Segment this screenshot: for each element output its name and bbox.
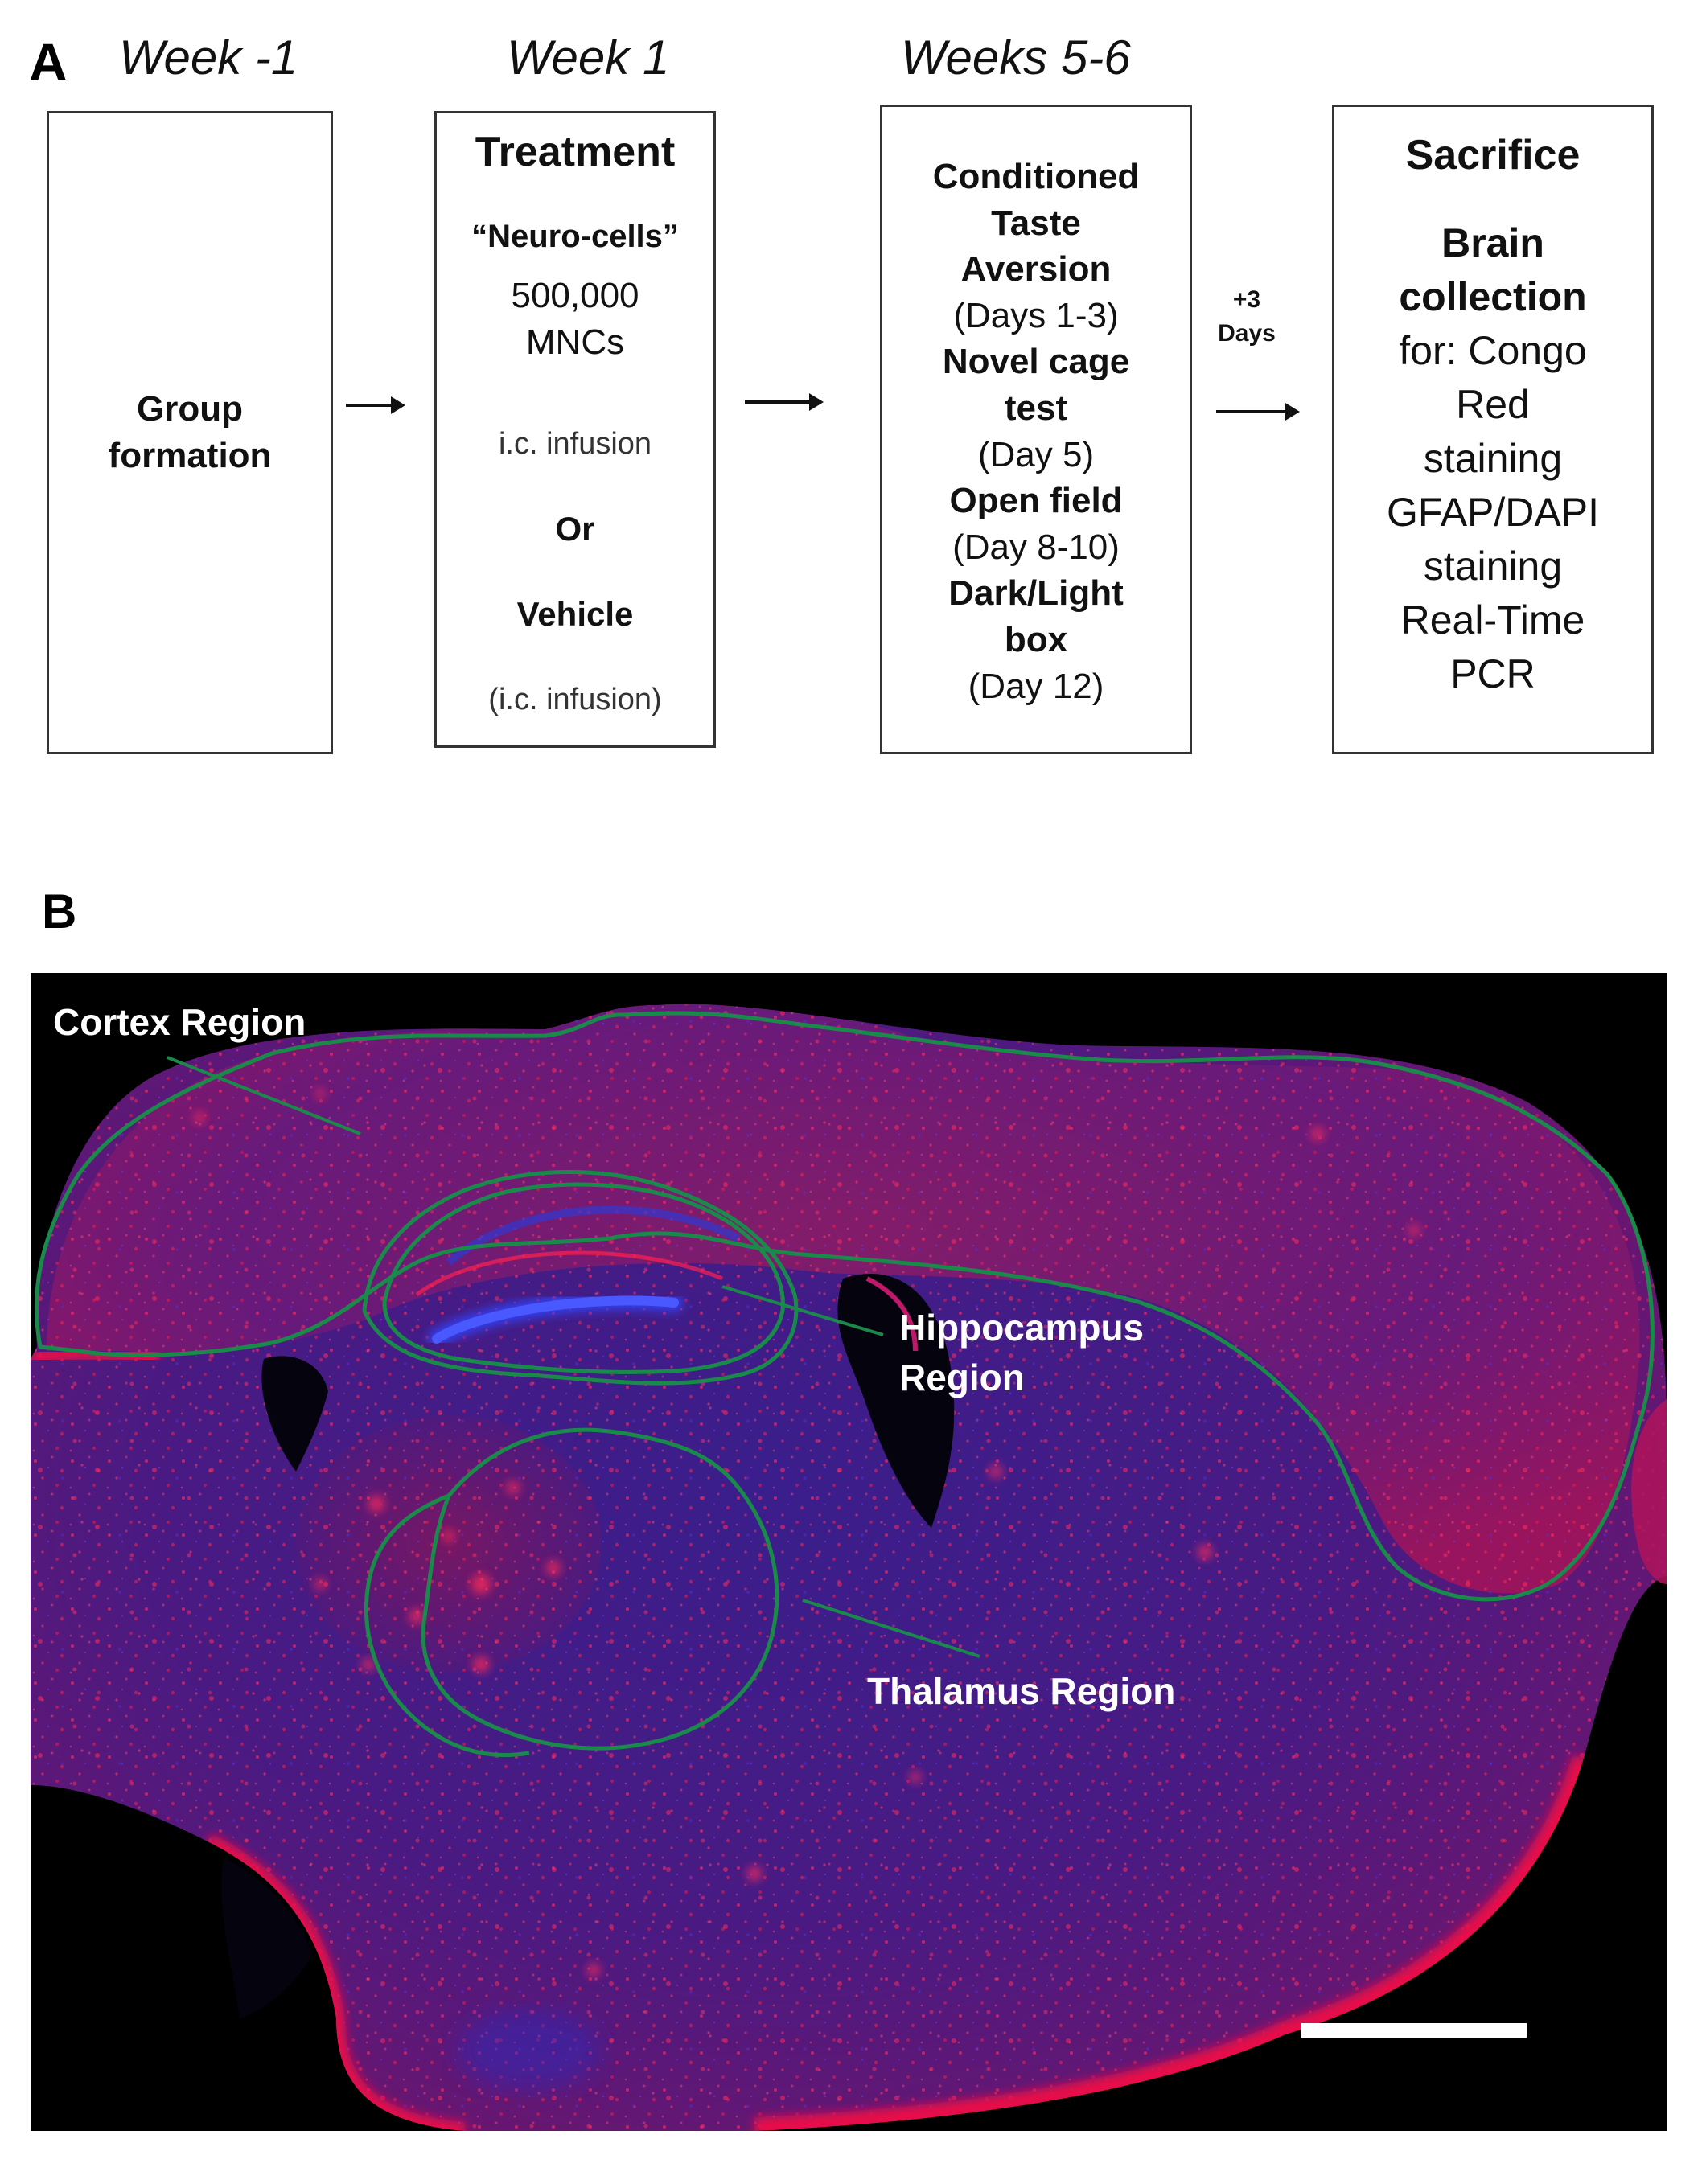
timepoint-week-minus-1: Week -1	[119, 31, 298, 84]
arrow-right-icon	[1216, 403, 1300, 421]
thalamus-leader-line	[802, 1599, 980, 1658]
hippocampus-region-label: Hippocampus Region	[899, 1303, 1144, 1402]
box-text: 500,000	[511, 276, 639, 315]
box-text: Novel cage	[942, 342, 1130, 382]
behavioral-tests-box: Conditioned Taste Aversion (Days 1-3) No…	[880, 105, 1192, 754]
arrow-right-icon	[745, 393, 824, 411]
box-text: MNCs	[525, 322, 625, 362]
box-text: staining	[1423, 436, 1563, 481]
cortex-outline	[34, 1011, 1655, 1602]
box-text: Open field	[949, 481, 1123, 521]
days-label-line: Days	[1218, 320, 1276, 347]
days-label-line: +3	[1232, 286, 1261, 313]
panel-a-label: A	[29, 32, 68, 92]
box-heading: Treatment	[475, 129, 676, 175]
box-text: Brain	[1441, 220, 1544, 265]
box-text: (i.c. infusion)	[488, 683, 662, 716]
scale-bar	[1301, 2023, 1527, 2038]
brain-section-micrograph: Cortex Region Hippocampus Region Thalamu…	[31, 973, 1667, 2131]
box-text: for: Congo	[1399, 328, 1587, 373]
box-text: Real-Time	[1400, 597, 1585, 642]
box-text: Vehicle	[516, 595, 634, 633]
timepoint-weeks-5-6: Weeks 5-6	[901, 31, 1131, 84]
box-text: Red	[1456, 382, 1530, 427]
box-text: staining	[1423, 544, 1563, 589]
box-text: Aversion	[960, 249, 1112, 289]
box-text: Taste	[991, 203, 1081, 243]
box-text: “Neuro-cells”	[471, 219, 679, 254]
box-text: PCR	[1450, 651, 1536, 696]
box-text: (Day 12)	[968, 666, 1104, 706]
thalamus-region-label: Thalamus Region	[867, 1670, 1176, 1712]
cortex-leader-line	[166, 1056, 361, 1135]
box-text: Dark/Light	[948, 573, 1124, 614]
thalamus-outline-left	[364, 1493, 530, 1757]
panel-b-label: B	[42, 885, 77, 938]
box-text: formation	[108, 436, 272, 475]
box-text: (Day 5)	[977, 434, 1095, 474]
brain-section-image	[31, 1004, 1667, 2131]
hippocampus-leader-line	[722, 1285, 884, 1336]
box-text: (Days 1-3)	[953, 295, 1119, 335]
hippocampus-label-line: Hippocampus	[899, 1307, 1145, 1349]
box-text: collection	[1399, 274, 1587, 319]
treatment-box: Treatment “Neuro-cells” 500,000 MNCs i.c…	[434, 111, 716, 748]
plus-3-days-label: +3 Days	[1198, 283, 1295, 351]
box-text: box	[1004, 619, 1068, 659]
box-text: Group	[137, 389, 243, 429]
group-formation-box: Group formation	[47, 111, 333, 754]
arrow-right-icon	[346, 396, 405, 414]
timepoint-week-1: Week 1	[507, 31, 670, 84]
thalamus-outline	[421, 1427, 779, 1751]
hippocampus-label-line: Region	[899, 1357, 1025, 1398]
box-text: Or	[555, 510, 595, 548]
box-text: test	[1004, 388, 1068, 428]
box-heading: Sacrifice	[1405, 132, 1581, 179]
box-text: Conditioned	[932, 157, 1140, 196]
box-text: i.c. infusion	[498, 427, 652, 461]
box-text: (Day 8-10)	[952, 527, 1120, 567]
cortex-region-label: Cortex Region	[53, 1001, 306, 1043]
box-text: GFAP/DAPI	[1387, 490, 1599, 535]
hippocampus-outline	[362, 1170, 799, 1386]
sacrifice-box: Sacrifice Brain collection for: Congo Re…	[1332, 105, 1654, 754]
